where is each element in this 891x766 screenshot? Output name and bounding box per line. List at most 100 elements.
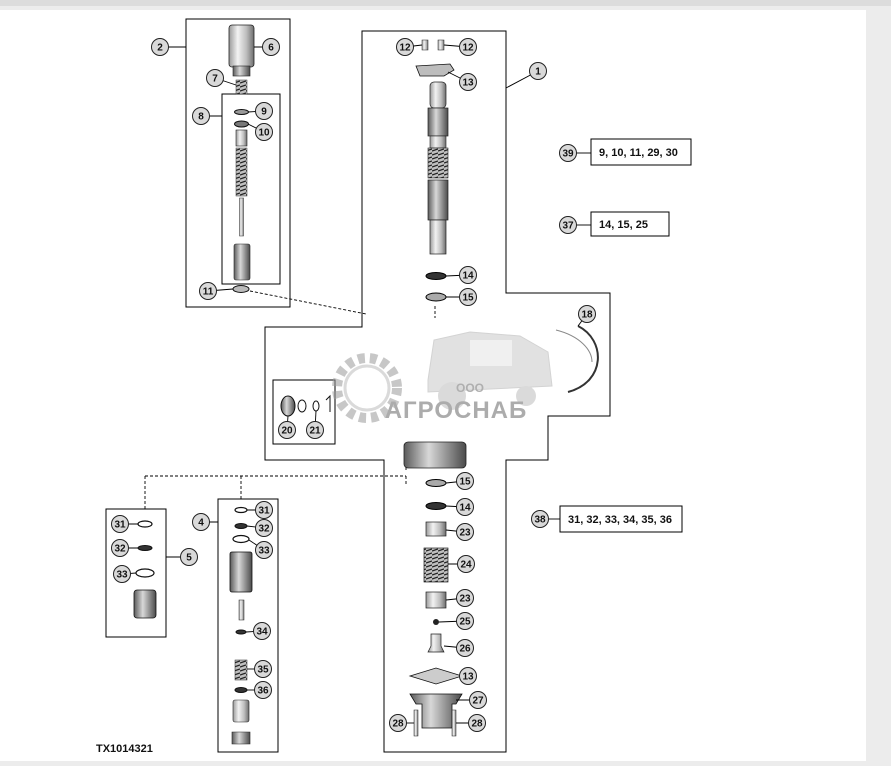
callout-6: 6	[262, 38, 280, 56]
parts-assembly-2	[228, 24, 255, 293]
part-spring-inner	[235, 147, 248, 197]
top-strip	[0, 0, 891, 6]
kit-box	[590, 211, 670, 237]
callout-32: 32	[111, 539, 129, 557]
callout-32: 32	[255, 519, 273, 537]
callout-bubble	[459, 266, 477, 284]
kit-bubble	[559, 144, 577, 162]
frame-assembly-2	[185, 18, 291, 308]
callout-7: 7	[206, 69, 224, 87]
parts-subassembly-20-21	[280, 394, 331, 417]
callout-label: 28	[392, 719, 404, 730]
callout-9: 9	[255, 102, 273, 120]
callout-bubble	[199, 282, 217, 300]
part-15-washer-top	[425, 292, 447, 302]
parts-assembly-5	[133, 520, 157, 619]
callout-bubble	[459, 667, 477, 685]
watermark-name: АГРОСНАБ	[385, 397, 528, 424]
callout-label: 21	[309, 426, 321, 437]
frame-assembly-1	[264, 30, 611, 753]
callout-33: 33	[255, 541, 273, 559]
callout-bubble	[468, 714, 486, 732]
part-18-snap-ring	[567, 325, 599, 393]
callout-label: 32	[114, 544, 126, 555]
callout-8: 8	[192, 107, 210, 125]
callout-label: 13	[462, 78, 474, 89]
callout-bubble	[389, 714, 407, 732]
callout-23: 23	[456, 523, 474, 541]
kit-39: 9, 10, 11, 29, 30 39	[559, 138, 692, 166]
callout-12: 12	[459, 38, 477, 56]
kit-bubble	[559, 216, 577, 234]
callout-bubble	[113, 565, 131, 583]
callout-bubble	[254, 681, 272, 699]
parts-assembly-4	[229, 506, 253, 745]
callout-bubble	[278, 421, 296, 439]
callout-label: 4	[198, 518, 204, 529]
callout-bubble	[306, 421, 324, 439]
callout-bubble	[255, 102, 273, 120]
kit-box	[559, 505, 683, 533]
exploded-parts-diagram: ООО АГРОСНАБ 124567891011121213131414151…	[96, 18, 692, 755]
part-24-spring	[423, 547, 449, 583]
callout-4: 4	[192, 513, 210, 531]
frame-assembly-4	[217, 498, 279, 753]
callout-label: 12	[462, 43, 474, 54]
callout-15: 15	[459, 288, 477, 306]
callout-label: 9	[261, 107, 267, 118]
kit-parts-label: 14, 15, 25	[599, 219, 648, 231]
watermark: ООО АГРОСНАБ	[332, 331, 553, 424]
kit-bubble	[531, 510, 549, 528]
part-13-plate-bottom	[408, 667, 464, 685]
callout-34: 34	[253, 622, 271, 640]
callout-label: 6	[268, 43, 274, 54]
callout-bubble	[459, 288, 477, 306]
callout-label: 23	[459, 594, 471, 605]
callout-label: 2	[157, 43, 163, 54]
part-14-washer-top	[425, 272, 447, 280]
callout-14: 14	[459, 266, 477, 284]
callout-15: 15	[456, 472, 474, 490]
callout-bubble	[111, 515, 129, 533]
callout-1: 1	[529, 62, 547, 80]
callout-bubble	[255, 123, 273, 141]
callout-bubble	[206, 69, 224, 87]
part-13-plate-top	[415, 63, 455, 77]
callout-label: 15	[462, 293, 474, 304]
callout-label: 33	[116, 570, 128, 581]
callout-label: 26	[459, 644, 471, 655]
callout-bubble	[180, 548, 198, 566]
callout-20: 20	[278, 421, 296, 439]
kit-parts-label: 9, 10, 11, 29, 30	[599, 147, 678, 159]
watermark-prefix: ООО	[456, 381, 484, 395]
callout-bubble	[192, 107, 210, 125]
callout-bubble	[529, 62, 547, 80]
callout-label: 12	[399, 43, 411, 54]
callout-33: 33	[113, 565, 131, 583]
part-6-cap	[228, 24, 255, 68]
callout-bubble	[459, 73, 477, 91]
callout-bubble	[456, 472, 474, 490]
part-23-seat-upper	[425, 521, 447, 537]
frames	[105, 18, 611, 753]
callout-bubble	[459, 38, 477, 56]
kit-ref-label: 39	[562, 149, 574, 160]
callout-label: 14	[459, 503, 471, 514]
callout-23: 23	[456, 589, 474, 607]
callout-label: 1	[535, 67, 541, 78]
callout-2: 2	[151, 38, 169, 56]
part-26-valve	[427, 633, 445, 653]
callout-bubble	[456, 523, 474, 541]
callout-bubble	[255, 541, 273, 559]
parts-assembly-1	[403, 39, 599, 737]
callout-bubble	[457, 555, 475, 573]
callout-13: 13	[459, 73, 477, 91]
callout-28: 28	[389, 714, 407, 732]
callout-bubble	[111, 539, 129, 557]
callout-label: 18	[581, 310, 593, 321]
kit-parts-label: 31, 32, 33, 34, 35, 36	[568, 514, 672, 526]
callout-25: 25	[456, 612, 474, 630]
